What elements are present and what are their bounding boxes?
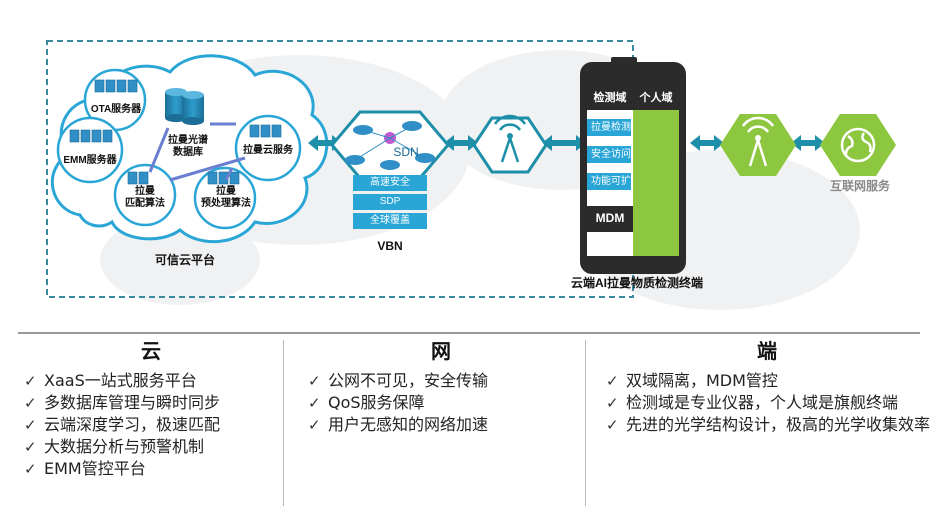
mdm-label: MDM <box>595 211 625 225</box>
terminal-feature-0: 拉曼检测 <box>591 122 631 133</box>
internet-service-label: 互联网服务 <box>829 179 890 193</box>
raman-preprocess-label: 拉曼 预处理算法 <box>201 186 251 209</box>
column-cloud-heading: 云 <box>141 339 161 363</box>
network-title: VBN <box>377 239 403 253</box>
sdn-label: SDN <box>393 145 419 159</box>
raman-db-label: 拉曼光谱 数据库 <box>168 135 208 158</box>
column-cloud: 云 XaaS一站式服务平台 多数据库管理与瞬时同步 云端深度学习，极速匹配 大数… <box>22 335 280 480</box>
network-feature-2: 全球覆盖 <box>353 213 427 229</box>
detect-domain-label: 检测域 <box>593 92 627 104</box>
column-terminal-heading: 端 <box>757 339 777 363</box>
terminal-feature-1: 安全访问 <box>591 149 631 160</box>
raman-cloud-service-label: 拉曼云服务 <box>243 145 293 156</box>
ota-server-label: OTA服务器 <box>90 104 142 115</box>
terminal-feature-2: 功能可扩 <box>591 176 631 187</box>
terminal-title: 云端AI拉曼物质检测终端 <box>570 276 703 290</box>
sdn-hexagon <box>330 110 450 180</box>
column-network: 网 公网不可见，安全传输 QoS服务保障 用户无感知的网络加速 <box>306 335 576 436</box>
column-divider-2 <box>585 340 586 506</box>
list-item: EMM管控平台 <box>22 458 280 480</box>
relay-antenna-icon <box>472 114 548 174</box>
list-item: 多数据库管理与瞬时同步 <box>22 392 280 414</box>
cloud-platform-title: 可信云平台 <box>154 253 215 267</box>
list-item: 大数据分析与预警机制 <box>22 436 280 458</box>
personal-domain-label: 个人域 <box>639 92 673 104</box>
column-terminal: 端 双域隔离，MDM管控 检测域是专业仪器，个人域是旗舰终端 先进的光学结构设计… <box>604 335 930 436</box>
list-item: 双域隔离，MDM管控 <box>604 370 930 392</box>
list-item: 云端深度学习，极速匹配 <box>22 414 280 436</box>
network-feature-0: 高速安全 <box>353 175 427 191</box>
database-icon <box>165 88 204 125</box>
list-item: 检测域是专业仪器，个人域是旗舰终端 <box>604 392 930 414</box>
column-network-heading: 网 <box>431 339 451 363</box>
cloud-internal-arrows <box>148 122 246 182</box>
list-item: 公网不可见，安全传输 <box>306 370 576 392</box>
list-item: 先进的光学结构设计，极高的光学收集效率 <box>604 414 930 436</box>
terminal-phone-icon <box>580 57 686 274</box>
globe-icon <box>820 114 896 176</box>
raman-match-label: 拉曼 匹配算法 <box>125 186 165 209</box>
column-divider-1 <box>283 340 284 506</box>
list-item: 用户无感知的网络加速 <box>306 414 576 436</box>
section-divider <box>18 332 920 334</box>
emm-server-label: EMM服务器 <box>63 155 117 166</box>
green-antenna-icon <box>720 114 796 176</box>
server-icons <box>69 79 282 185</box>
network-feature-1: SDP <box>353 194 427 210</box>
list-item: XaaS一站式服务平台 <box>22 370 280 392</box>
list-item: QoS服务保障 <box>306 392 576 414</box>
